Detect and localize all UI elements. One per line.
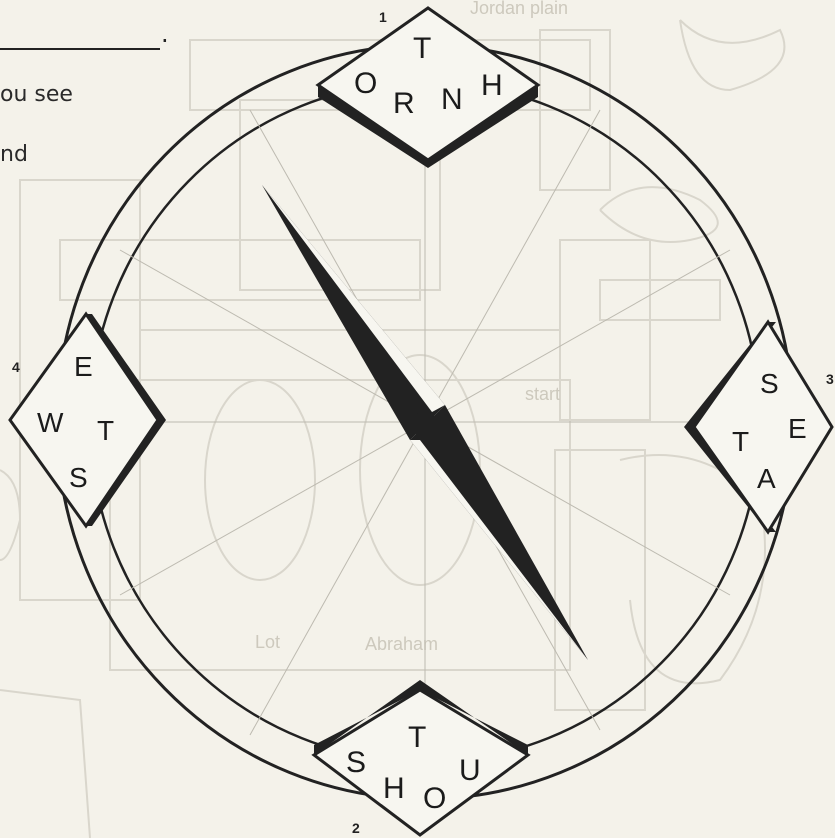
marker-4-letter-1: E — [74, 351, 93, 382]
needle-south-half — [410, 405, 588, 660]
marker-1-letter-4: N — [441, 83, 463, 116]
compass-point-4: 4 E W T S — [10, 314, 166, 526]
compass-point-2: 2 T S H O U — [314, 680, 528, 836]
marker-1-letter-5: H — [481, 69, 503, 102]
marker-3-letter-4: A — [757, 463, 776, 494]
marker-1-number: 1 — [379, 9, 387, 25]
marker-3-number: 3 — [826, 371, 834, 387]
marker-4-letter-3: T — [97, 415, 114, 446]
marker-3-letter-3: E — [788, 413, 807, 444]
bg-label-abraham: Abraham — [365, 634, 438, 654]
marker-4-letter-2: W — [37, 407, 64, 438]
needle-north-half — [262, 185, 445, 440]
marker-3-diamond — [694, 322, 832, 532]
compass-point-1: 1 T O R N H — [318, 8, 538, 168]
marker-1-letter-2: O — [354, 67, 377, 100]
marker-2-letter-4: O — [423, 782, 446, 815]
marker-4-diamond — [10, 314, 158, 526]
bg-label-lot: Lot — [255, 632, 280, 652]
needle-pivot — [410, 412, 438, 436]
marker-4-letter-4: S — [69, 462, 88, 493]
marker-3-letter-1: S — [760, 368, 779, 399]
marker-1-diamond — [318, 8, 538, 160]
bg-label-jordan-plain: Jordan plain — [470, 0, 568, 18]
marker-1-letter-3: R — [393, 87, 415, 120]
marker-4-number: 4 — [12, 359, 20, 375]
marker-2-letter-1: T — [408, 721, 426, 754]
marker-3-letter-2: T — [732, 426, 749, 457]
marker-2-letter-3: H — [383, 772, 405, 805]
marker-2-letter-2: S — [346, 746, 366, 779]
marker-2-number: 2 — [352, 820, 360, 836]
needle-north-highlight — [262, 185, 445, 412]
marker-2-letter-5: U — [459, 754, 481, 787]
marker-1-letter-1: T — [413, 32, 431, 65]
bg-label-start: start — [525, 384, 560, 404]
needle-south-highlight — [410, 440, 588, 660]
compass-point-3: 3 S T E A — [684, 322, 834, 532]
